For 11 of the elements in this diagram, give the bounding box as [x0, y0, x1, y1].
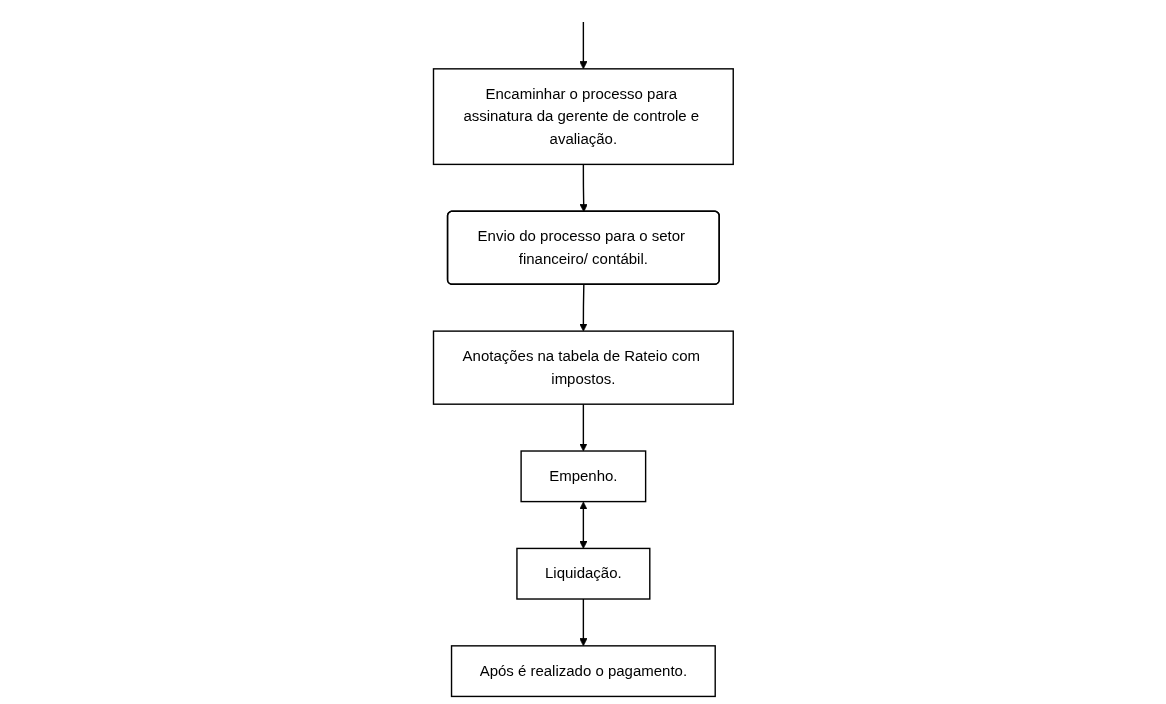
node-box: Anotações na tabela de Rateio com impostos.	[432, 330, 734, 405]
node-box: Encaminhar o processo para assinatura da gerente de controle e avaliação.	[432, 68, 734, 166]
arrow	[579, 163, 588, 213]
arrow	[578, 21, 588, 70]
arrow	[578, 598, 588, 647]
node-box: Empenho.	[520, 450, 646, 503]
node-box: Após é realizado o pagamento.	[450, 645, 716, 698]
node-box: Liquidação.	[515, 547, 651, 600]
arrow	[578, 284, 588, 332]
arrow	[578, 403, 588, 452]
arrow	[578, 501, 588, 549]
